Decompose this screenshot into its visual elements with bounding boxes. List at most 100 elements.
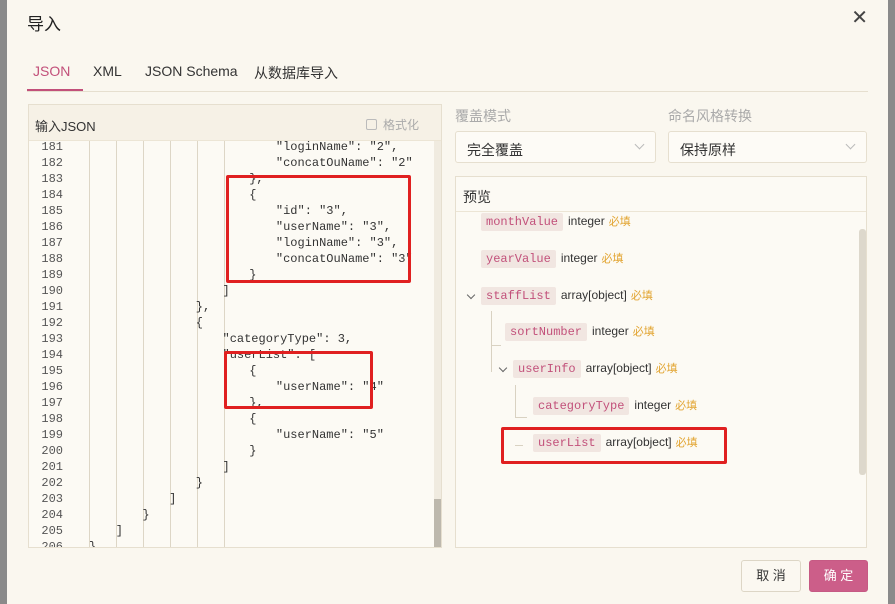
chevron-down-icon [845, 139, 856, 150]
code-line[interactable]: 202} [29, 475, 434, 491]
line-number: 194 [41, 348, 63, 362]
code-line[interactable]: 181"loginName": "2", [29, 139, 434, 155]
chevron-down-icon[interactable] [466, 290, 476, 300]
line-number: 200 [41, 444, 63, 458]
code-text: } [249, 268, 257, 282]
code-line[interactable]: 195{ [29, 363, 434, 379]
code-text: ] [222, 460, 230, 474]
field-key: staffList [481, 287, 556, 305]
editor-scrollbar-track[interactable] [434, 141, 441, 547]
code-line[interactable]: 187"loginName": "3", [29, 235, 434, 251]
import-dialog: 导入 ✕ JSON XML JSON Schema 从数据库导入 输入JSON … [7, 0, 888, 604]
code-line[interactable]: 198{ [29, 411, 434, 427]
code-text: "id": "3", [275, 204, 348, 218]
indent-guide [89, 141, 90, 547]
line-number: 203 [41, 492, 63, 506]
code-line[interactable]: 201] [29, 459, 434, 475]
code-line[interactable]: 196"userName": "4" [29, 379, 434, 395]
code-text: { [249, 364, 257, 378]
json-editor[interactable]: 输入JSON 格式化 181"loginName": "2",182"conca… [28, 104, 442, 548]
code-line[interactable]: 191}, [29, 299, 434, 315]
active-tab-indicator [27, 89, 83, 91]
line-number: 190 [41, 284, 63, 298]
code-line[interactable]: 189} [29, 267, 434, 283]
chevron-down-icon[interactable] [498, 363, 508, 373]
code-line[interactable]: 200} [29, 443, 434, 459]
line-number: 199 [41, 428, 63, 442]
required-badge: 必填 [601, 253, 624, 265]
code-line[interactable]: 182 "concatOuName": "2" [29, 155, 434, 171]
cancel-button[interactable]: 取 消 [741, 560, 801, 592]
field-type: integer [634, 398, 672, 412]
format-button[interactable]: 格式化 [365, 116, 419, 133]
editor-scrollbar-thumb[interactable] [434, 499, 441, 547]
indent-guide [170, 141, 171, 547]
override-mode-select[interactable]: 完全覆盖 [455, 131, 656, 163]
code-line[interactable]: 184{ [29, 187, 434, 203]
field-type: integer [592, 324, 629, 338]
indent-guide [143, 141, 144, 547]
line-number: 181 [41, 140, 63, 154]
code-line[interactable]: 190] [29, 283, 434, 299]
line-number: 202 [41, 476, 63, 490]
highlight-box [224, 351, 373, 409]
code-line[interactable]: 186 "userName": "3", [29, 219, 434, 235]
line-number: 206 [41, 540, 63, 548]
line-number: 193 [41, 332, 63, 346]
close-icon[interactable]: ✕ [851, 7, 868, 29]
confirm-button[interactable]: 确 定 [809, 560, 868, 592]
code-text: "userName": "4" [275, 380, 384, 394]
code-line[interactable]: 192{ [29, 315, 434, 331]
indent-guide [224, 141, 225, 547]
indent-guide [116, 141, 117, 547]
code-text: } [195, 476, 203, 490]
line-number: 201 [41, 460, 63, 474]
code-text: "concatOuName": "3" [275, 252, 413, 266]
tree-line [515, 385, 516, 417]
line-number: 182 [41, 156, 63, 170]
field-key: yearValue [481, 250, 556, 268]
code-text: "userName": "3", [275, 220, 392, 234]
code-line[interactable]: 203] [29, 491, 434, 507]
tab-json[interactable]: JSON [33, 63, 71, 79]
tab-json-schema[interactable]: JSON Schema [145, 63, 238, 79]
code-area[interactable]: 181"loginName": "2",182 "concatOuName": "… [29, 139, 434, 548]
code-text: "concatOuName": "2" [275, 156, 413, 170]
code-line[interactable]: 199"userName": "5" [29, 427, 434, 443]
tab-xml[interactable]: XML [93, 63, 122, 79]
tree-line [491, 345, 492, 372]
line-number: 204 [41, 508, 63, 522]
code-line[interactable]: 206} [29, 539, 434, 548]
line-number: 186 [41, 220, 63, 234]
line-number: 205 [41, 524, 63, 538]
code-text: { [249, 188, 257, 202]
field-type: integer [568, 214, 605, 228]
code-line[interactable]: 185"id": "3", [29, 203, 434, 219]
code-line[interactable]: 205] [29, 523, 434, 539]
field-type: integer [560, 251, 598, 265]
code-line[interactable]: 204} [29, 507, 434, 523]
preview-scrollbar[interactable] [859, 229, 866, 475]
required-badge: 必填 [655, 363, 678, 375]
naming-style-select[interactable]: 保持原样 [668, 131, 867, 163]
line-number: 189 [41, 268, 63, 282]
tree-line [491, 345, 501, 346]
required-badge: 必填 [675, 437, 698, 449]
required-badge: 必填 [608, 216, 631, 228]
code-text: ] [222, 284, 230, 298]
field-type: array[object] [560, 288, 627, 302]
code-line[interactable]: 188"concatOuName": "3" [29, 251, 434, 267]
tree-line [515, 417, 527, 418]
tab-from-database[interactable]: 从数据库导入 [254, 65, 338, 81]
highlight-box [226, 175, 411, 283]
code-line[interactable]: 193"categoryType": 3, [29, 331, 434, 347]
highlight-box [501, 427, 727, 464]
